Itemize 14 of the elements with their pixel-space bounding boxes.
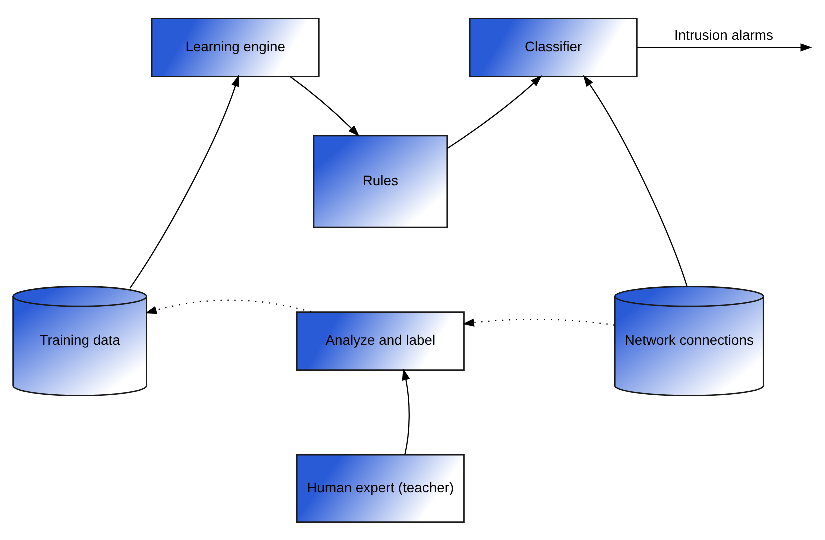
- arrow: [290, 76, 360, 136]
- node-box: Human expert (teacher): [296, 454, 465, 523]
- arrow: [145, 299, 312, 314]
- arrow: [583, 74, 688, 286]
- arrow: [402, 368, 410, 454]
- arrow: [130, 74, 240, 288]
- arrow: [637, 43, 812, 52]
- node-box: Classifier: [469, 17, 638, 77]
- edge-label: Intrusion alarms: [674, 26, 774, 43]
- node-box: Learning engine: [151, 17, 320, 77]
- arrow: [462, 318, 615, 326]
- node-box: Rules: [313, 134, 448, 228]
- arrow: [447, 75, 542, 149]
- node-box: Analyze and label: [296, 311, 465, 371]
